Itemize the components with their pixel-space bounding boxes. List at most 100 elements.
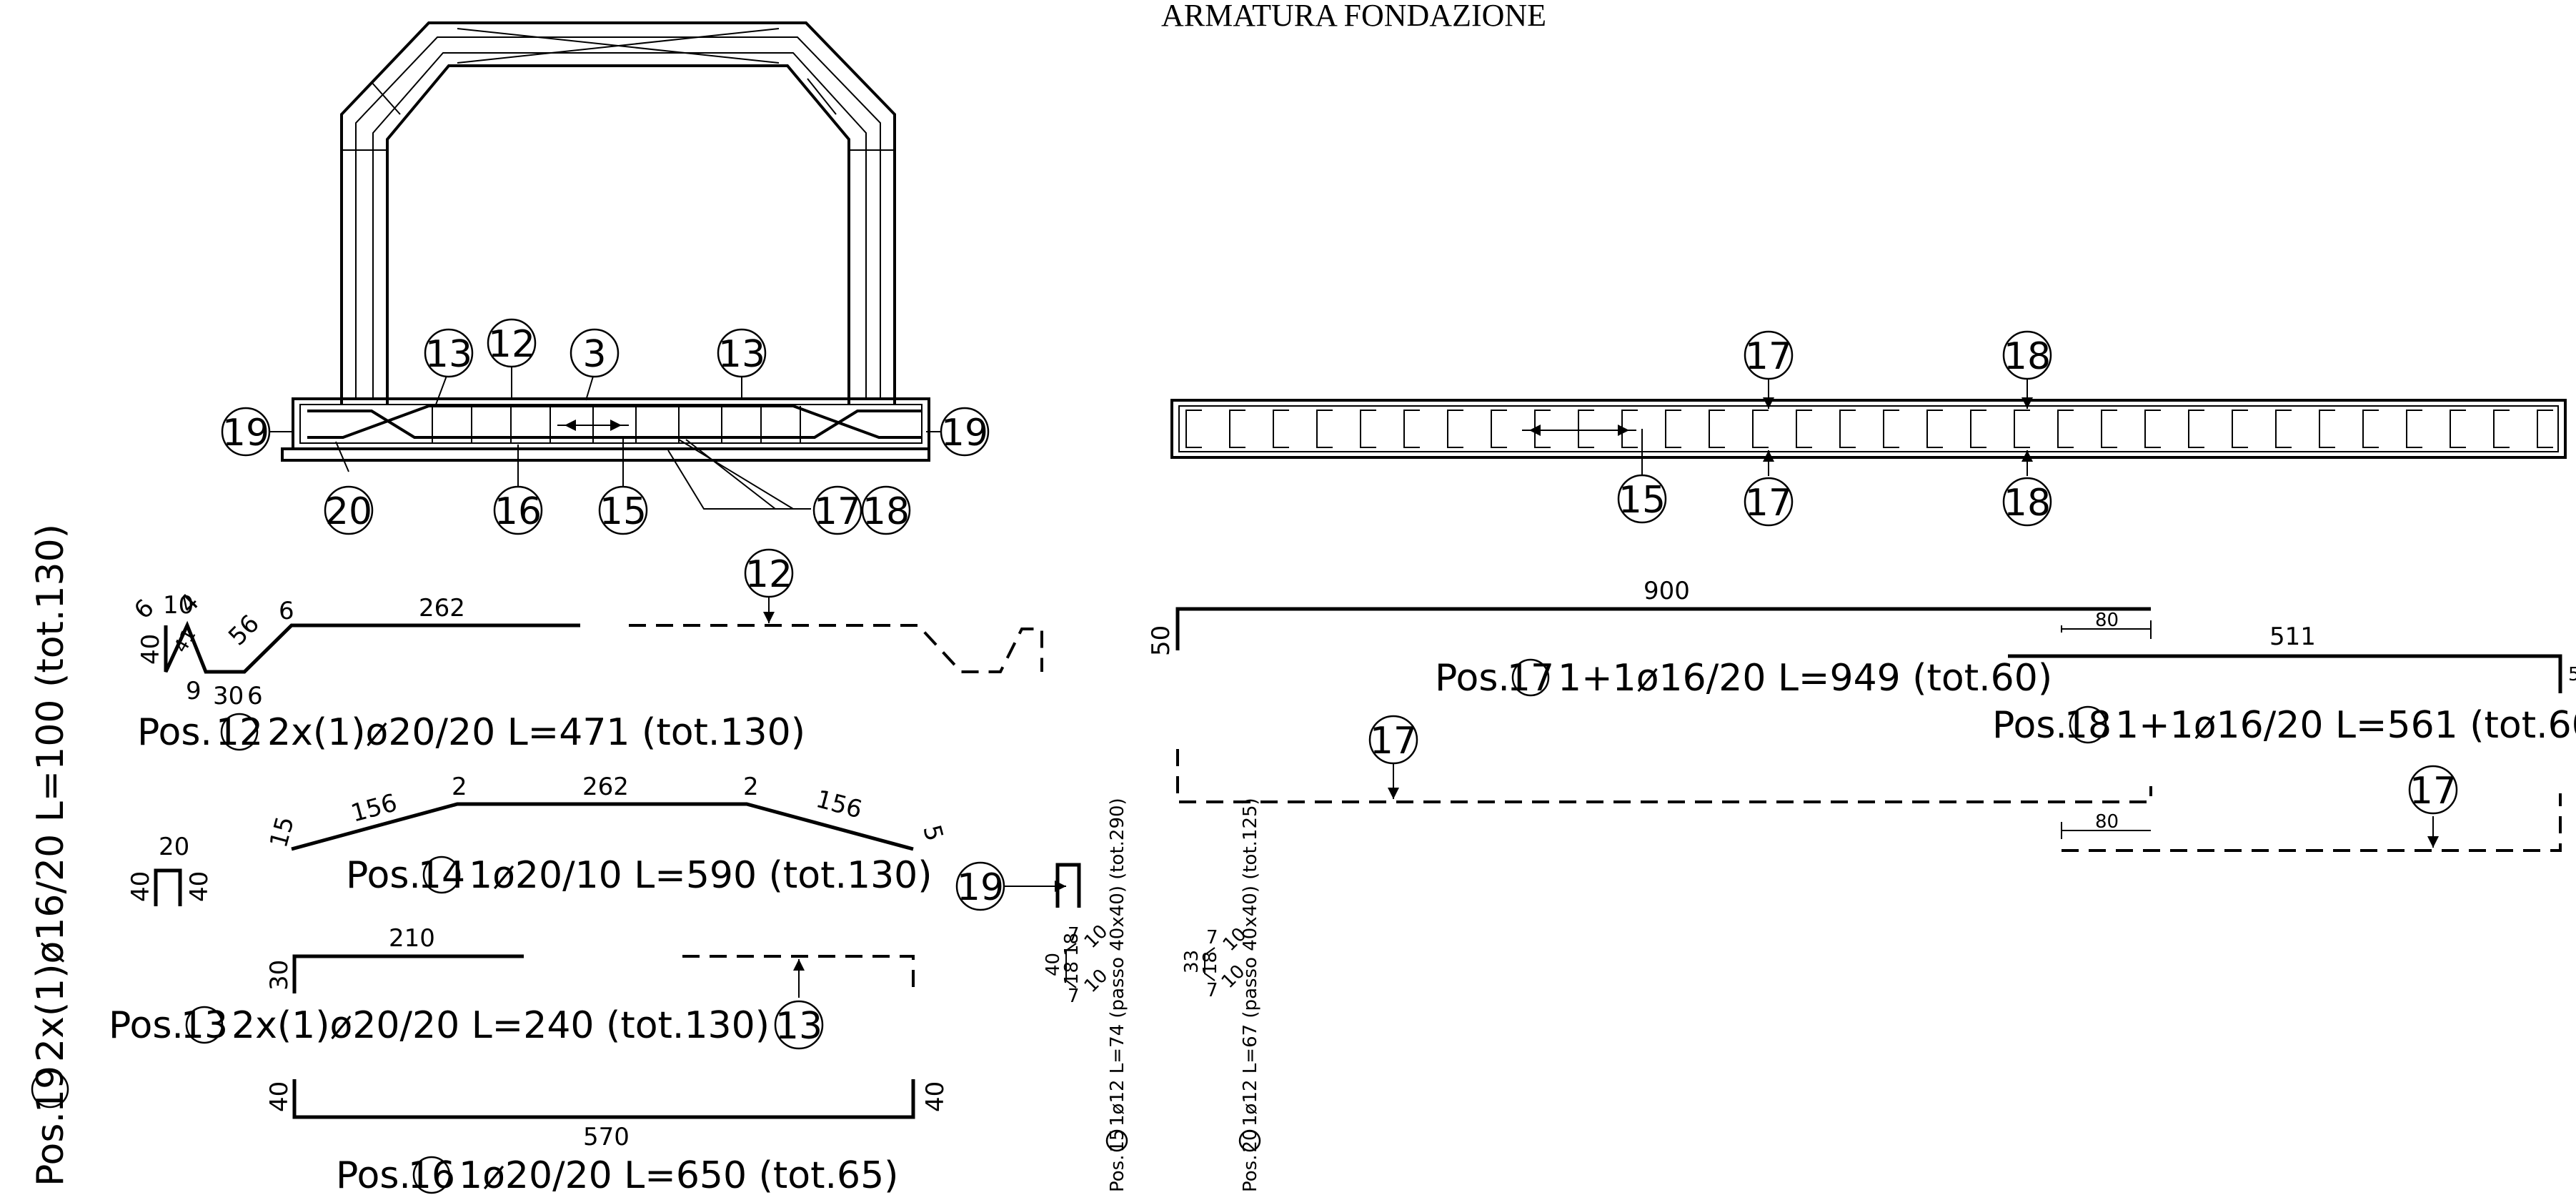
svg-text:13: 13 [181, 1004, 228, 1047]
svg-text:12: 12 [745, 553, 792, 596]
marker-18-section: 18 [861, 485, 911, 535]
svg-text:12: 12 [216, 711, 263, 754]
svg-text:6: 6 [247, 682, 263, 710]
svg-text:40: 40 [265, 1081, 294, 1112]
bar-pos14-label: Pos. 14 1ø20/10 L=590 (tot.130) [346, 854, 933, 897]
bar-pos13-shape [292, 954, 915, 998]
svg-text:20: 20 [159, 833, 189, 861]
bar-pos17-dims: 900 50 80 80 [1147, 577, 2119, 833]
bar-pos19-shape: 20 40 40 [126, 833, 214, 906]
svg-text:18: 18 [1061, 933, 1083, 956]
tunnel-frame-outline [340, 21, 896, 404]
svg-text:262: 262 [419, 594, 465, 623]
stirrup-mark [2014, 410, 2030, 448]
stirrup-mark [2275, 410, 2292, 448]
svg-text:156: 156 [813, 785, 865, 824]
stirrup-mark [1752, 410, 1769, 448]
svg-text:14: 14 [418, 854, 465, 897]
svg-text:9: 9 [186, 677, 202, 705]
bar-pos12-shape [164, 597, 1043, 674]
marker-15-strip: 15 [1617, 474, 1667, 524]
bar-pos13-label: Pos. 13 2x(1)ø20/20 L=240 (tot.130) [109, 1004, 770, 1047]
svg-text:50: 50 [1147, 625, 1175, 656]
svg-text:1ø20/20 L=650 (tot.65): 1ø20/20 L=650 (tot.65) [459, 1154, 898, 1195]
stirrup-mark [1709, 410, 1725, 448]
svg-text:19: 19 [957, 866, 1004, 909]
stirrup-mark [1447, 410, 1463, 448]
svg-text:40: 40 [126, 871, 155, 902]
svg-text:30: 30 [265, 960, 294, 991]
svg-text:15: 15 [1107, 1129, 1128, 1152]
stirrup-mark [1665, 410, 1681, 448]
longitudinal-section [1170, 379, 2567, 476]
marker-13-schedule: 13 [774, 1000, 824, 1050]
stirrup-mark [1360, 410, 1376, 448]
svg-text:40: 40 [921, 1081, 950, 1112]
svg-text:10: 10 [163, 591, 194, 620]
svg-text:6: 6 [279, 597, 294, 625]
svg-text:Pos.: Pos. [1992, 704, 2067, 747]
svg-text:1ø20/10 L=590 (tot.130): 1ø20/10 L=590 (tot.130) [469, 854, 933, 897]
svg-text:17: 17 [814, 490, 861, 533]
bar-pos12-label: Pos. 12 2x(1)ø20/20 L=471 (tot.130) [137, 711, 805, 754]
stirrup-mark [1621, 410, 1638, 448]
bar-pos20-label: Pos. 20 1ø12 L=67 (passo 40x40) (tot.125… [1238, 798, 1261, 1192]
svg-text:Pos.: Pos. [1107, 1155, 1128, 1192]
marker-20-section: 20 [324, 485, 374, 535]
svg-text:262: 262 [582, 773, 629, 801]
marker-17-section: 17 [812, 485, 862, 535]
svg-text:Pos.: Pos. [1240, 1155, 1261, 1192]
svg-text:17: 17 [1370, 720, 1417, 763]
bar-pos18-dims: 511 5 [2269, 623, 2576, 685]
svg-text:7: 7 [1068, 924, 1080, 946]
svg-text:13: 13 [718, 333, 765, 376]
svg-text:15: 15 [264, 813, 300, 851]
stirrup-mark [1796, 410, 1812, 448]
svg-text:Pos.: Pos. [346, 854, 421, 897]
svg-text:900: 900 [1643, 577, 1690, 605]
stirrup-mark [1273, 410, 1289, 448]
svg-text:17: 17 [1507, 657, 1554, 700]
svg-text:18: 18 [1061, 961, 1083, 985]
stirrup-mark [1883, 410, 1899, 448]
stirrup-mark [2188, 410, 2204, 448]
bar-pos15-label: Pos. 15 1ø12 L=74 (passo 40x40) (tot.290… [1105, 798, 1128, 1192]
marker-17-strip-bottom: 17 [1744, 477, 1794, 527]
stirrup-mark [2057, 410, 2074, 448]
svg-text:Pos.: Pos. [109, 1004, 184, 1047]
stirrup-mark [2319, 410, 2335, 448]
marker-19-schedule: 19 [955, 861, 1081, 911]
bar-pos14-dims: 15 156 2 262 2 156 5 [264, 773, 948, 851]
stirrup-mark [2406, 410, 2422, 448]
stirrup-mark [2493, 410, 2510, 448]
svg-text:2x(1)ø16/20 L=100 (tot.130): 2x(1)ø16/20 L=100 (tot.130) [29, 524, 72, 1062]
stirrup-mark [1970, 410, 1986, 448]
marker-17-schedule-left: 17 [1368, 715, 1418, 765]
svg-text:5: 5 [917, 822, 948, 844]
marker-12-section: 12 [487, 318, 537, 368]
svg-text:40: 40 [136, 634, 165, 665]
svg-text:19: 19 [941, 412, 988, 455]
svg-text:16: 16 [408, 1154, 455, 1195]
foundation-slab [281, 397, 930, 462]
svg-text:Pos.: Pos. [137, 711, 212, 754]
svg-text:570: 570 [583, 1123, 630, 1151]
svg-text:56: 56 [223, 609, 265, 651]
stirrup-mark [2362, 410, 2379, 448]
svg-text:18: 18 [1200, 951, 1221, 975]
svg-text:6: 6 [129, 594, 160, 625]
svg-text:Pos.: Pos. [336, 1154, 411, 1195]
marker-18-strip-top: 18 [2002, 330, 2052, 380]
marker-17-schedule-right: 17 [2408, 765, 2458, 815]
stirrup-mark [1491, 410, 1507, 448]
svg-text:2x(1)ø20/20 L=240 (tot.130): 2x(1)ø20/20 L=240 (tot.130) [232, 1004, 770, 1047]
marker-19-right: 19 [940, 407, 990, 457]
stirrup-mark [1926, 410, 1943, 448]
stirrup-mark [1534, 410, 1551, 448]
svg-text:15: 15 [600, 490, 647, 533]
stirrup-mark [2232, 410, 2248, 448]
marker-19-left: 19 [221, 407, 271, 457]
svg-text:18: 18 [862, 490, 910, 533]
svg-text:1+1ø16/20 L=561 (tot.60): 1+1ø16/20 L=561 (tot.60) [2115, 704, 2576, 747]
svg-text:15: 15 [1618, 479, 1666, 522]
